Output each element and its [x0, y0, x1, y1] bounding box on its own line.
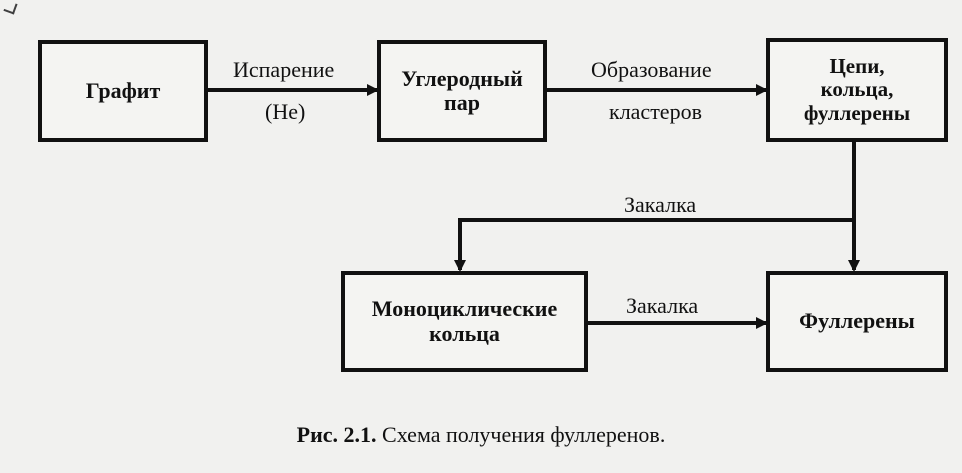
figure-caption: Рис. 2.1. Схема получения фуллеренов.	[0, 422, 962, 448]
cluster-formation-label-line-1: Образование	[591, 57, 712, 82]
monocyclic-rings-label: Моноциклические кольца	[371, 296, 558, 346]
quench-bottom-label: Закалка	[626, 293, 699, 318]
chains-rings-fullerenes-box: Цепи, кольца, фуллерены	[766, 38, 948, 142]
fullerenes-box: Фуллерены	[766, 271, 948, 372]
carbon-vapor-box: Углеродный пар	[377, 40, 547, 142]
graphite-box: Графит	[38, 40, 208, 142]
chains-rings-fullerenes-label: Цепи, кольца, фуллерены	[803, 54, 911, 125]
figure-caption-text: Схема получения фуллеренов.	[376, 422, 666, 447]
edge-chains-to-monocyclic	[454, 218, 854, 272]
fullerenes-label: Фуллерены	[799, 308, 915, 334]
monocyclic-rings-box: Моноциклические кольца	[341, 271, 588, 372]
carbon-vapor-label: Углеродный пар	[401, 65, 523, 115]
quench-top-label: Закалка	[624, 192, 697, 217]
evaporation-label: Испарение	[233, 57, 335, 82]
figure-number: Рис. 2.1.	[296, 422, 377, 447]
graphite-label: Графит	[85, 77, 161, 103]
helium-label: (He)	[265, 99, 306, 124]
cluster-formation-label-line-2: кластеров	[609, 99, 702, 124]
